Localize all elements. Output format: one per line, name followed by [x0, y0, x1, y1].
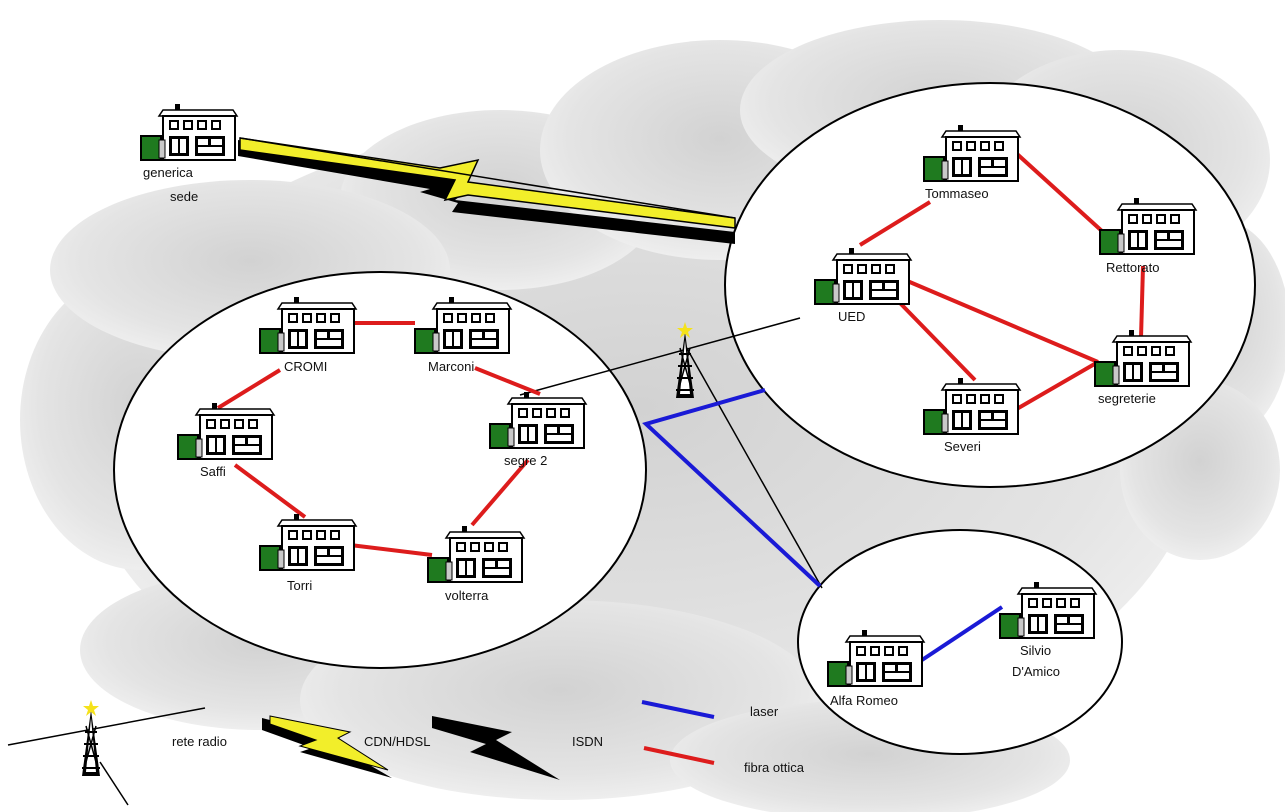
site-severi[interactable]: Severi	[923, 377, 1021, 454]
site-tommaseo[interactable]: Tommaseo	[923, 124, 1021, 201]
radio-tower-icon	[81, 700, 101, 777]
site-marconi[interactable]: Marconi	[414, 296, 512, 374]
legend-fibra: fibra ottica	[643, 746, 805, 775]
site-segre2[interactable]: segre 2	[489, 391, 587, 468]
left-campus-ellipse	[113, 271, 647, 669]
legend-label: laser	[750, 704, 779, 719]
laser-links	[642, 388, 1004, 662]
fibra-links-left	[216, 321, 541, 557]
site-label: Alfa Romeo	[830, 693, 898, 708]
site-label: generica	[143, 165, 194, 180]
legend-label: ISDN	[572, 734, 603, 749]
bottom-campus-ellipse	[797, 529, 1123, 755]
site-generica-sede[interactable]: generica sede	[139, 102, 239, 204]
legend-label: CDN/HDSL	[364, 734, 430, 749]
legend: rete radio CDN/HDSL ISDN laser fibra ott…	[7, 700, 805, 806]
radio-links	[519, 317, 823, 589]
legend-label: fibra ottica	[744, 760, 805, 775]
cdn-hdsl-link	[238, 137, 736, 244]
fibra-links-right	[858, 151, 1145, 412]
site-label: Severi	[944, 439, 981, 454]
site-segreterie[interactable]: segreterie	[1094, 329, 1192, 406]
site-label: Saffi	[200, 464, 226, 479]
legend-isdn: ISDN	[432, 716, 603, 780]
building-icon	[139, 102, 239, 162]
legend-label: rete radio	[172, 734, 227, 749]
site-label: segre 2	[504, 453, 547, 468]
site-label: sede	[170, 189, 198, 204]
site-alfa-romeo[interactable]: Alfa Romeo	[827, 629, 925, 708]
legend-laser: laser	[641, 700, 779, 719]
site-label: Torri	[287, 578, 312, 593]
site-label: UED	[838, 309, 865, 324]
site-torri[interactable]: Torri	[259, 513, 357, 593]
site-volterra[interactable]: volterra	[427, 525, 525, 603]
site-label: Tommaseo	[925, 186, 989, 201]
site-label: CROMI	[284, 359, 327, 374]
site-saffi[interactable]: Saffi	[177, 402, 275, 479]
site-label: D'Amico	[1012, 664, 1060, 679]
site-label: Rettorato	[1106, 260, 1159, 275]
site-label: Silvio	[1020, 643, 1051, 658]
site-ued[interactable]: UED	[814, 247, 912, 324]
site-label: segreterie	[1098, 391, 1156, 406]
site-label: Marconi	[428, 359, 474, 374]
legend-radio: rete radio	[7, 700, 227, 806]
site-label: volterra	[445, 588, 489, 603]
site-rettorato[interactable]: Rettorato	[1099, 197, 1197, 275]
site-silvio-damico[interactable]: Silvio D'Amico	[999, 581, 1097, 679]
legend-cdn: CDN/HDSL	[262, 715, 430, 778]
site-cromi[interactable]: CROMI	[259, 296, 357, 374]
